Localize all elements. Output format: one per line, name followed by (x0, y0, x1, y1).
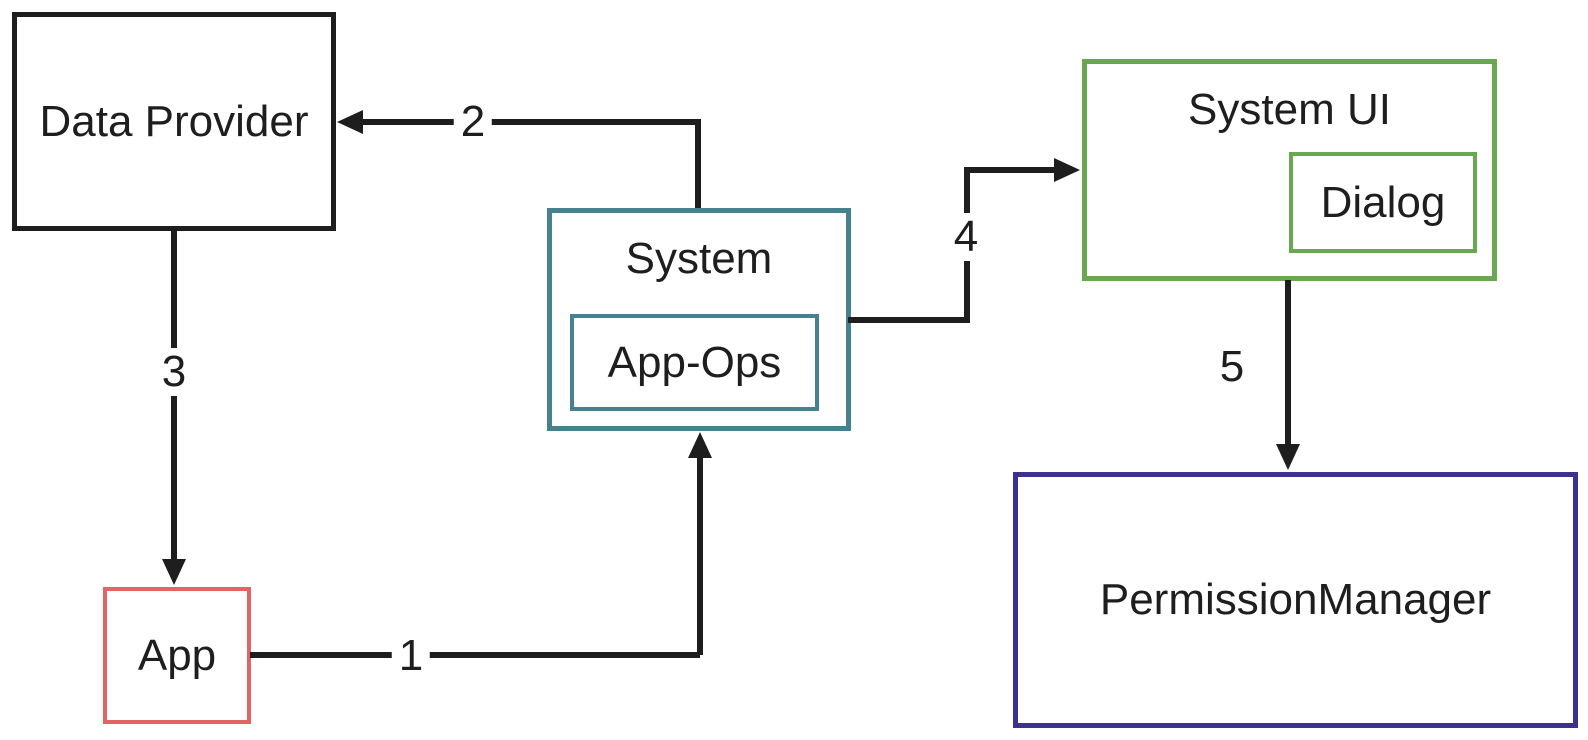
node-dialog-label: Dialog (1320, 177, 1446, 227)
arrow-4-segment-horizontal-lower (848, 317, 970, 323)
node-app-ops: App-Ops (570, 314, 819, 411)
arrow-2-segment-vertical (695, 119, 701, 208)
arrow-2-label: 2 (453, 98, 493, 146)
node-permission-manager: PermissionManager (1013, 472, 1578, 728)
node-app-ops-label: App-Ops (607, 337, 782, 387)
arrow-4-arrowhead-right-icon (1054, 158, 1080, 182)
arrow-2-segment-horizontal (360, 119, 701, 125)
node-app-label: App (137, 630, 217, 680)
arrow-5-label: 5 (1212, 343, 1252, 391)
arrow-4-segment-horizontal-upper (964, 167, 1056, 173)
node-app: App (103, 587, 251, 724)
arrow-1-arrowhead-up-icon (688, 432, 712, 458)
arrow-3-arrowhead-down-icon (162, 559, 186, 585)
arrow-3-label: 3 (154, 348, 194, 396)
node-dialog: Dialog (1289, 152, 1477, 253)
arrow-1-segment-vertical (697, 452, 703, 655)
arrow-3-segment-vertical (171, 230, 177, 563)
node-data-provider-label: Data Provider (39, 96, 309, 146)
node-system-label: System (625, 234, 773, 283)
node-data-provider: Data Provider (12, 12, 336, 231)
arrow-1-label: 1 (391, 632, 431, 680)
node-permission-manager-label: PermissionManager (1099, 575, 1492, 624)
arrow-2-arrowhead-left-icon (337, 110, 363, 134)
arrow-5-segment-vertical (1285, 280, 1291, 446)
arrow-4-label: 4 (946, 213, 986, 261)
node-system-ui-label: System UI (1188, 85, 1391, 134)
arrow-1-segment-horizontal (250, 652, 700, 658)
arrow-5-arrowhead-down-icon (1276, 444, 1300, 470)
